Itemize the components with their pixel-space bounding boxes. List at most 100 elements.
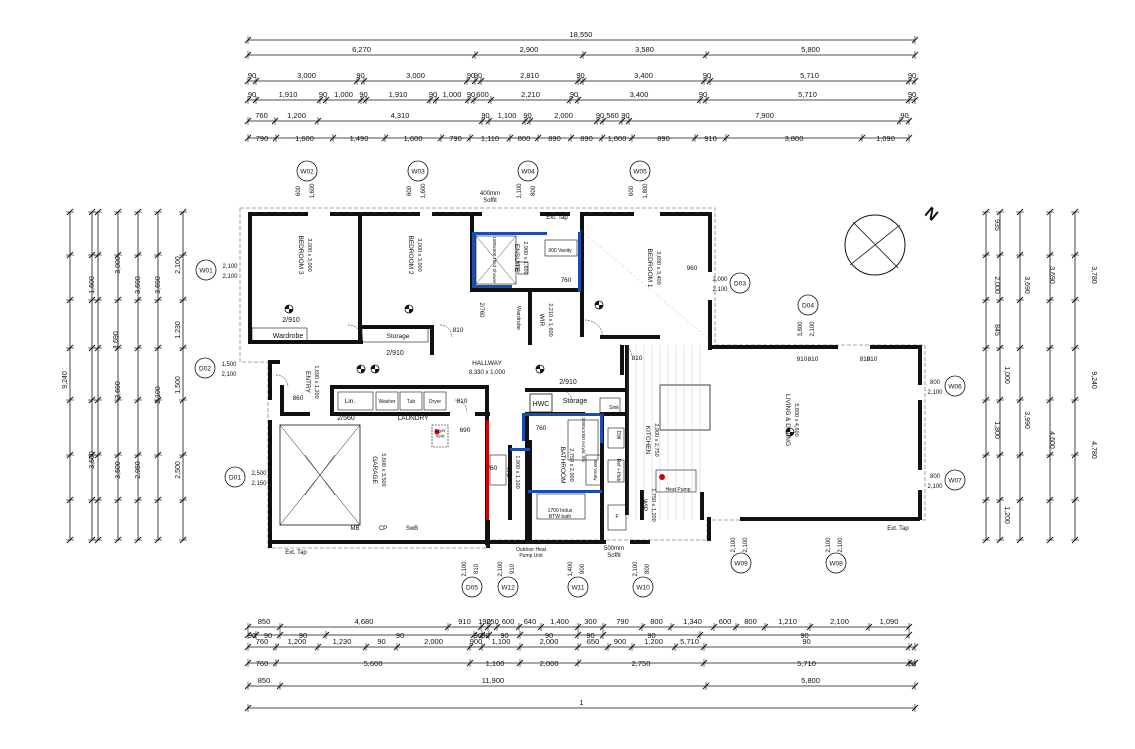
dimension-label-right: 3,990 (1023, 411, 1030, 429)
dimension-label: 90 (474, 71, 482, 80)
fixture-lin: Lin. (345, 398, 356, 405)
dimension-label: 800 (744, 617, 757, 626)
dimension-label: 90 (467, 90, 475, 99)
dimension-tick (154, 496, 162, 504)
fixture-dw: DW (615, 431, 621, 440)
window-tag-w09 (730, 552, 752, 574)
ext-tap-top: Ext. Tap (546, 215, 568, 221)
dimension-label: 300 (584, 617, 597, 626)
room-name: WIP (641, 499, 648, 511)
dimension-tick (911, 659, 919, 667)
wall (280, 385, 284, 415)
wall (268, 540, 348, 544)
north-arrow-circle (844, 214, 906, 276)
window-size: 2,100 (222, 274, 238, 280)
window-size: 2,100 (838, 537, 844, 553)
dimension-tick (322, 631, 330, 639)
dimension-label: 760 (255, 111, 268, 120)
dimension-tick (276, 623, 284, 631)
dimension-label: 90 (500, 631, 508, 640)
window-tag-d04 (797, 294, 819, 316)
dimension-tick (1046, 251, 1054, 259)
dimension-label: 2,810 (520, 71, 539, 80)
dimension-tick (466, 134, 474, 142)
dimension-tick (179, 296, 187, 304)
door-width-label: 910 (867, 356, 878, 363)
shower-cross (475, 235, 517, 285)
north-arrow-label: N (921, 204, 941, 224)
dimension-tick (996, 536, 1004, 544)
wall (620, 345, 624, 375)
washer-unit (375, 391, 399, 411)
dimension-tick (858, 134, 866, 142)
dimension-label: 90 (908, 71, 916, 80)
dimension-tick (154, 344, 162, 352)
wall (525, 388, 625, 392)
dimension-tick (696, 631, 704, 639)
dimension-tick (996, 208, 1004, 216)
dimension-label: 790 (256, 134, 269, 143)
dimension-tick (179, 396, 187, 404)
wc-pan (489, 454, 507, 486)
wall (580, 212, 584, 337)
window-size: 2,100 (731, 537, 737, 553)
fixture-storage-hall: Storage (563, 398, 588, 405)
window-tag-w10 (632, 576, 654, 598)
dimension-label: 90 (481, 631, 489, 640)
dimension-label: 1,600 (295, 134, 314, 143)
dimension-tick (996, 451, 1004, 459)
dimension-tick (470, 631, 478, 639)
dimension-label: 190 (478, 617, 491, 626)
kitchen-hob (607, 459, 625, 483)
dimension-tick (314, 117, 322, 125)
door-width-label: 760 (536, 425, 547, 432)
dimension-tick (314, 643, 322, 651)
dimension-label: 90 (647, 631, 655, 640)
dimension-label: 90 (429, 90, 437, 99)
room-name: BATHROOM (559, 446, 566, 483)
window-size: 2,100 (498, 561, 504, 577)
dimension-tick (1071, 536, 1079, 544)
dimension-tick (625, 117, 633, 125)
window-tag-id: W03 (411, 169, 425, 176)
wall (280, 412, 310, 416)
dimension-tick (1016, 208, 1024, 216)
door-width-label: 810 (457, 398, 468, 405)
dimension-label: 90 (248, 90, 256, 99)
dimension-label-left: 3,690 (155, 276, 162, 294)
window-size: 900 (580, 563, 586, 574)
dimension-tick (1046, 208, 1054, 216)
dimension-tick (982, 396, 990, 404)
dimension-tick (1016, 496, 1024, 504)
dimension-tick (1046, 296, 1054, 304)
dryer-unit (423, 391, 447, 411)
dimension-tick (477, 623, 485, 631)
dimension-label: 90 (703, 71, 711, 80)
dimension-tick (360, 77, 368, 85)
fixture-d-2910-b: 2/910 (386, 350, 404, 357)
dimension-label: 2,000 (424, 637, 443, 646)
dimension-label-right: 845 (993, 324, 1000, 336)
dimension-label: 11,900 (482, 676, 504, 685)
door-width-label: 810 (453, 327, 464, 334)
dimension-tick (471, 77, 479, 85)
dimension-tick (88, 208, 96, 216)
wall-wet (472, 232, 476, 288)
dimension-label: 850 (258, 676, 271, 685)
dimension-tick (466, 643, 474, 651)
dimension-label-left: 1,500 (175, 376, 182, 394)
fixture-d-2760: 2/760 (478, 302, 484, 318)
dimension-tick (515, 623, 523, 631)
fixture-d-2910-a: 2/910 (282, 317, 300, 324)
wall-wet (578, 232, 581, 292)
wall (528, 290, 532, 345)
window-tag-w08 (825, 552, 847, 574)
wall (918, 490, 922, 520)
dimension-label: 1,200 (288, 637, 307, 646)
dimension-tick (244, 51, 252, 59)
ceiling-light-fill (357, 365, 365, 373)
dimension-label-right: 4,780 (1090, 441, 1097, 459)
window-tag-w07 (944, 469, 966, 491)
dimension-label-right: 3,690 (1048, 266, 1055, 284)
